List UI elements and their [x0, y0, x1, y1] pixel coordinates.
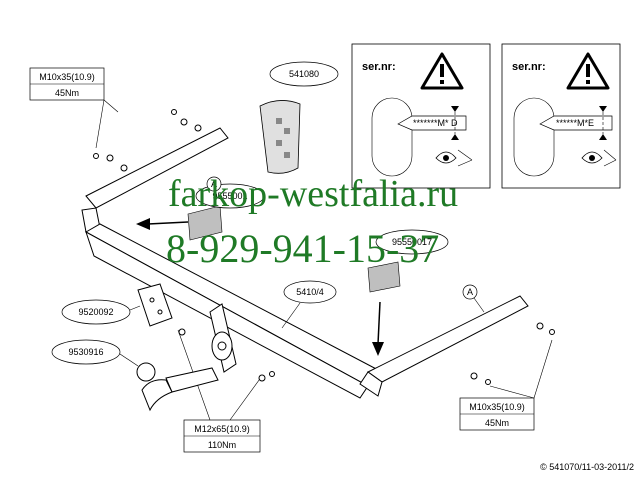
- bolts-right: [470, 322, 555, 385]
- part-number-ball: 9530916: [68, 347, 103, 357]
- serial-panel-right: ser.nr: ******M*E: [501, 43, 621, 189]
- torque-callout-top-left: M10x35(10.9) 45Nm: [29, 67, 119, 149]
- part-callout-bracket: 9520092: [61, 299, 141, 325]
- serial-plate-left: *******M* D: [397, 115, 467, 131]
- part-number-top-bracket: 9555001: [212, 191, 247, 201]
- bolts-bottom: [178, 328, 275, 382]
- serial-plate-right: ******M*E: [539, 115, 613, 131]
- serial-code-right: ******M*E: [556, 118, 594, 128]
- part-number-wiring-kit: 541080: [289, 69, 319, 79]
- warning-triangle-icon: [566, 52, 610, 90]
- top-bracket-part: [187, 205, 223, 241]
- marker-a-right: A: [462, 284, 485, 313]
- watermark-site: farkop-westfalia.ru: [168, 173, 458, 215]
- marker-a-right-label: A: [467, 287, 473, 297]
- warning-triangle-icon: [420, 52, 464, 90]
- torque-value-top-left: 45Nm: [55, 88, 79, 98]
- watermark-phone: 8-929-941-15-37: [166, 226, 439, 271]
- torque-value-bottom-right: 45Nm: [485, 418, 509, 428]
- torque-callout-bottom-right: M10x35(10.9) 45Nm: [459, 339, 553, 431]
- serial-panel-left-title: ser.nr:: [362, 61, 396, 73]
- part-number-plate: 95550017: [392, 237, 432, 247]
- marker-a-left: A: [206, 176, 222, 192]
- marker-a-left-label: A: [211, 179, 217, 189]
- bolt-spec-top-left: M10x35(10.9): [39, 72, 95, 82]
- bolts-top-left: [93, 109, 202, 172]
- part-callout-ball: 9530916: [51, 339, 139, 367]
- part-callout-crossbar: 5410/4: [281, 280, 337, 329]
- plate-part: [367, 261, 401, 293]
- torque-value-bottom: 110Nm: [208, 440, 236, 450]
- crossbar-assembly: [81, 109, 555, 412]
- eye-icon: [435, 149, 473, 167]
- part-number-bracket: 9520092: [78, 307, 113, 317]
- part-callout-plate: 95550017: [375, 229, 449, 255]
- part-number-crossbar: 5410/4: [296, 287, 324, 297]
- serial-panel-left: ser.nr: *******M* D: [351, 43, 491, 189]
- bolt-spec-bottom-right: M10x35(10.9): [469, 402, 525, 412]
- wiring-kit: [259, 100, 301, 174]
- bolt-spec-bottom: M12x65(10.9): [194, 424, 250, 434]
- eye-icon: [581, 149, 617, 167]
- footer-code: © 541070/11-03-2011/2: [540, 462, 634, 472]
- serial-panel-right-title: ser.nr:: [512, 61, 546, 73]
- arrow-left-icon: [136, 218, 189, 230]
- serial-code-left: *******M* D: [413, 118, 458, 128]
- arrow-down-icon: [372, 301, 384, 356]
- part-callout-wiring-kit: 541080: [269, 61, 339, 87]
- torque-callout-bottom: M12x65(10.9) 110Nm: [177, 329, 263, 453]
